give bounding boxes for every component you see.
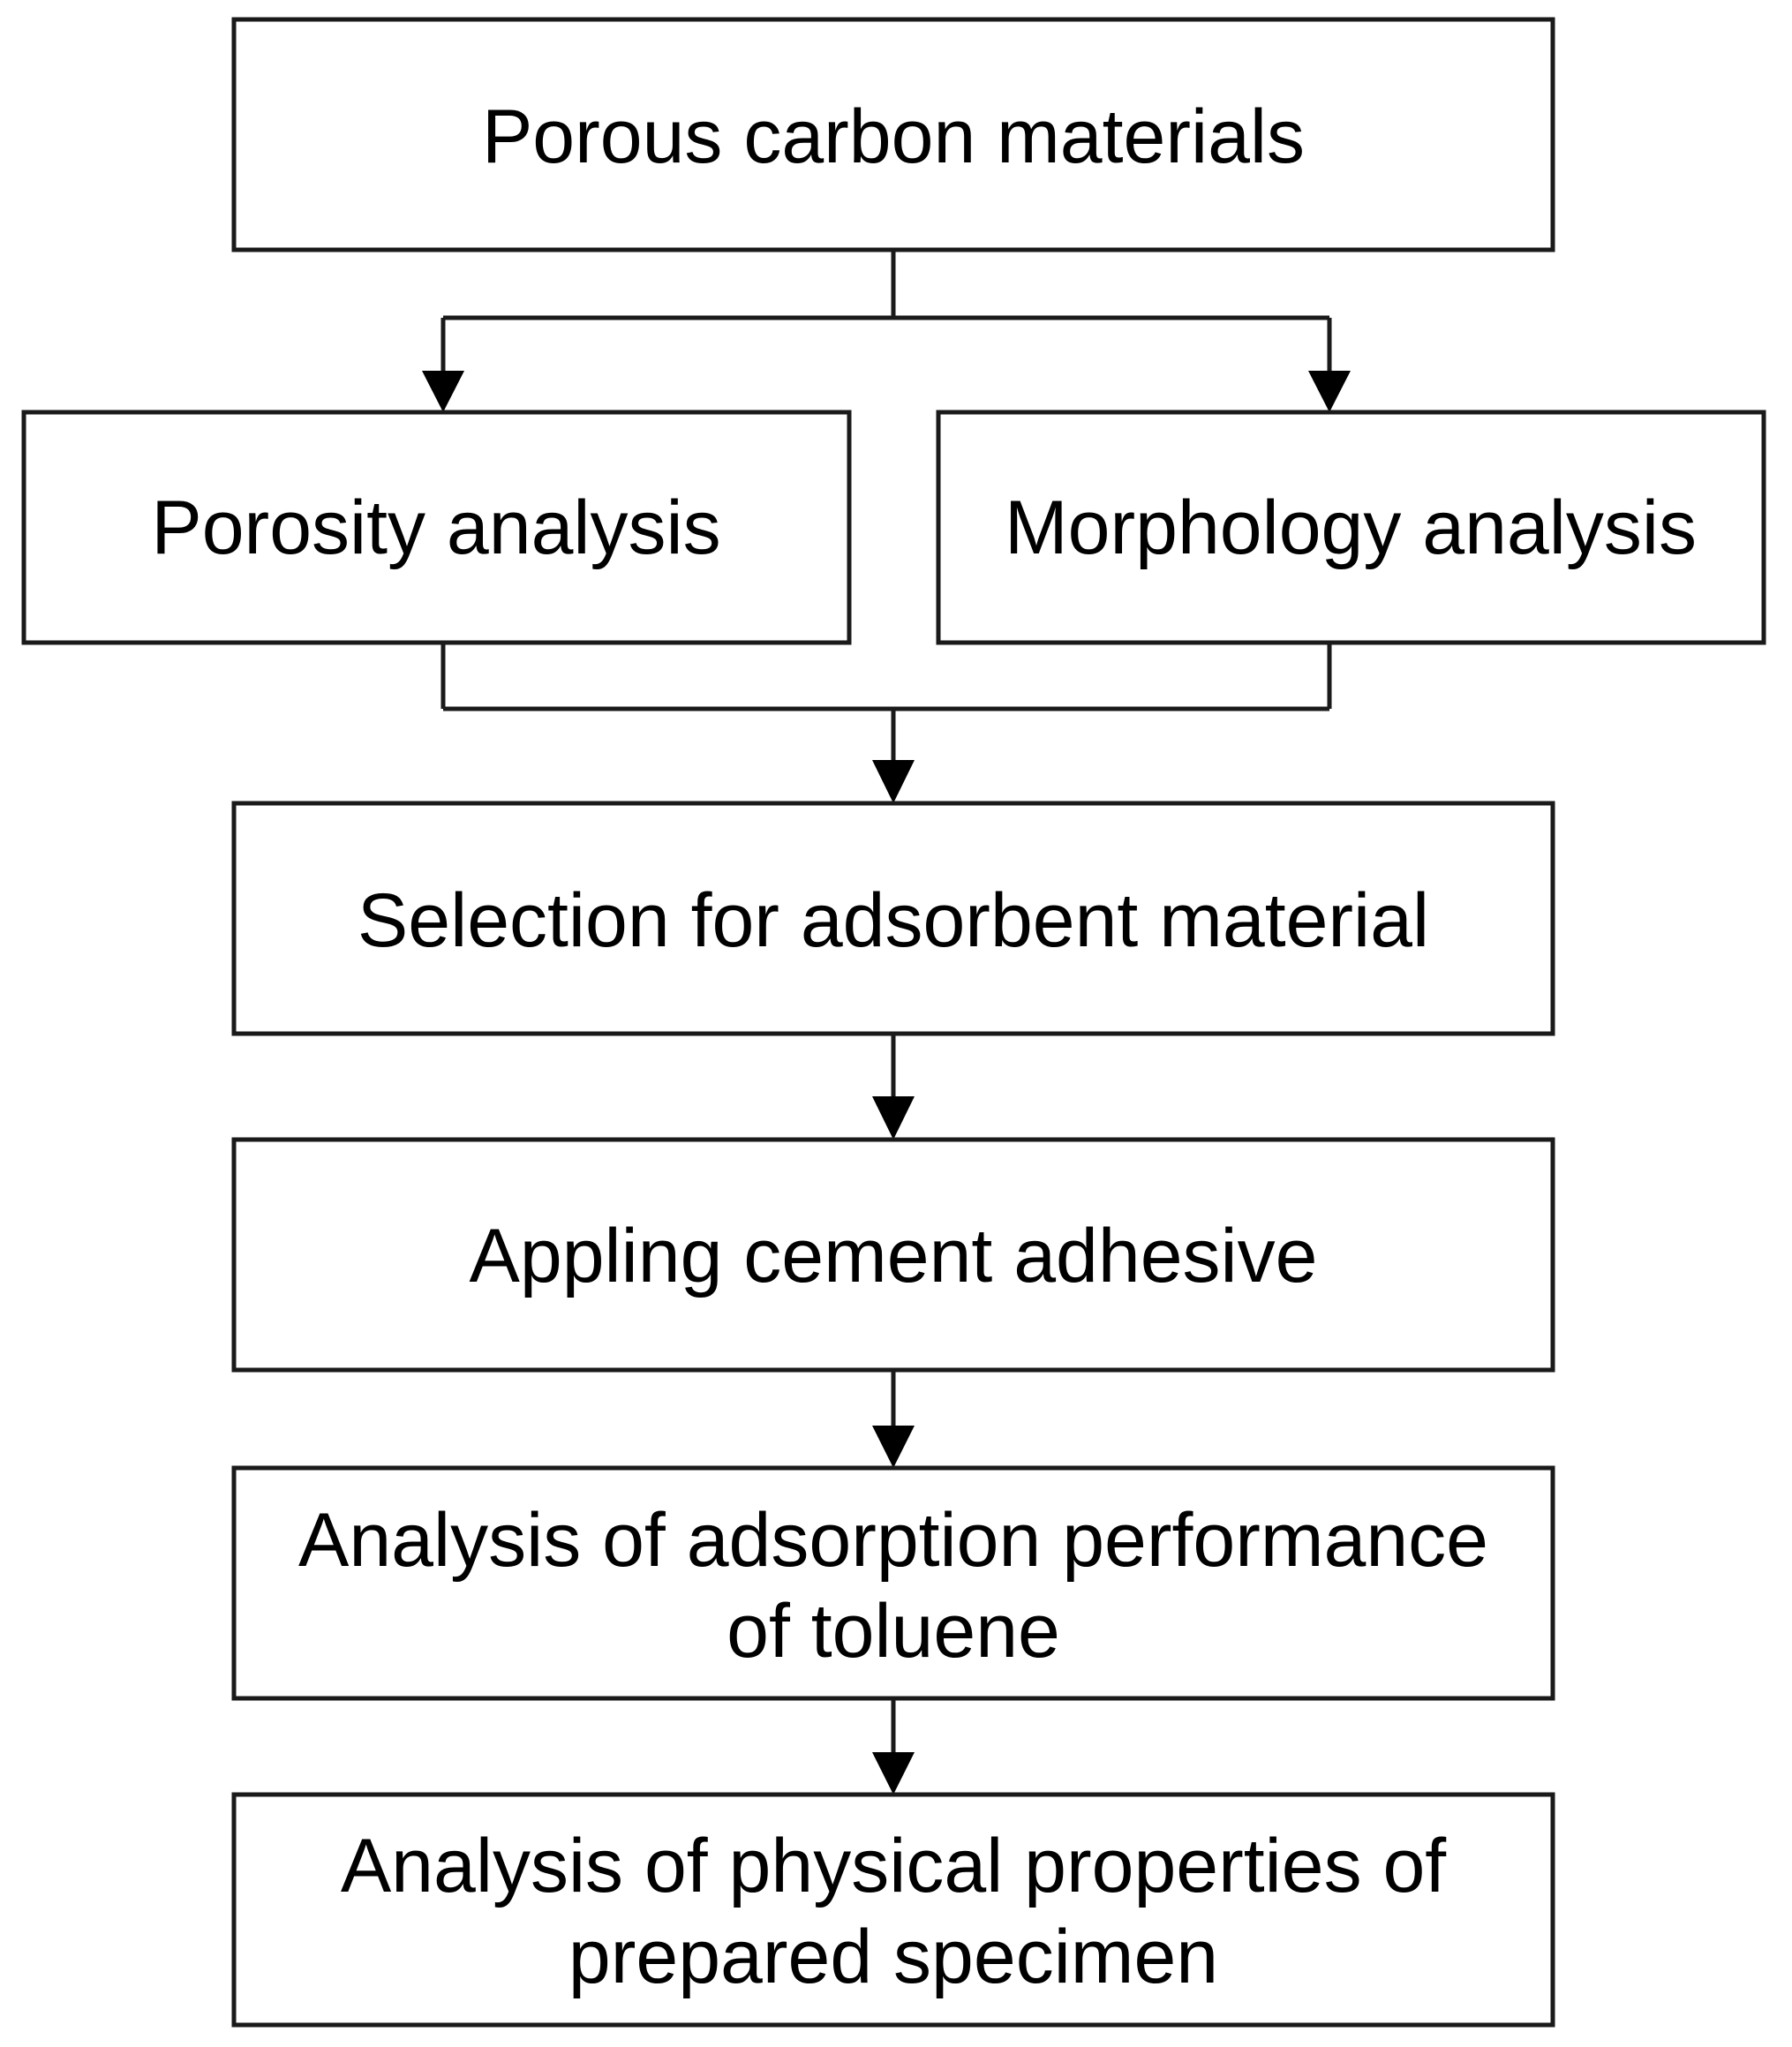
node-label-line-1: Analysis of adsorption performance xyxy=(298,1498,1488,1583)
node-adsorption-analysis: Analysis of adsorption performance of to… xyxy=(231,1465,1555,1701)
arrowhead xyxy=(872,1096,915,1140)
node-box xyxy=(936,410,1766,645)
arrow-adsorption-to-physical xyxy=(872,1698,915,1795)
node-label-line-1: Analysis of physical properties of xyxy=(341,1824,1447,1908)
node-physical-properties: Analysis of physical properties of prepa… xyxy=(231,1792,1555,2028)
node-box xyxy=(231,801,1555,1036)
arrowhead xyxy=(872,1426,915,1468)
arrowhead xyxy=(1308,371,1351,412)
node-porous-carbon-materials: Porous carbon materials xyxy=(231,17,1555,252)
node-box xyxy=(231,1792,1555,2028)
node-label: Selection for adsorbent material xyxy=(358,878,1429,963)
arrowhead xyxy=(872,760,915,803)
node-label: Morphology analysis xyxy=(1005,485,1697,570)
node-box xyxy=(231,1465,1555,1701)
node-label: Appling cement adhesive xyxy=(470,1214,1318,1298)
node-box xyxy=(231,17,1555,252)
merge-connector xyxy=(440,643,1332,803)
node-label: Porosity analysis xyxy=(151,485,720,570)
node-porosity-analysis: Porosity analysis xyxy=(21,410,852,645)
split-connector xyxy=(422,250,1351,412)
arrowhead xyxy=(872,1752,915,1795)
node-cement-adhesive: Appling cement adhesive xyxy=(231,1137,1555,1373)
arrow-cement-to-adsorption xyxy=(872,1370,915,1468)
node-selection-adsorbent: Selection for adsorbent material xyxy=(231,801,1555,1036)
node-label-line-2: of toluene xyxy=(727,1589,1060,1674)
arrowhead xyxy=(422,371,464,412)
node-box xyxy=(21,410,852,645)
arrow-selection-to-cement xyxy=(872,1034,915,1140)
node-morphology-analysis: Morphology analysis xyxy=(936,410,1766,645)
node-label-line-2: prepared specimen xyxy=(568,1915,1218,1999)
node-label: Porous carbon materials xyxy=(482,94,1305,179)
